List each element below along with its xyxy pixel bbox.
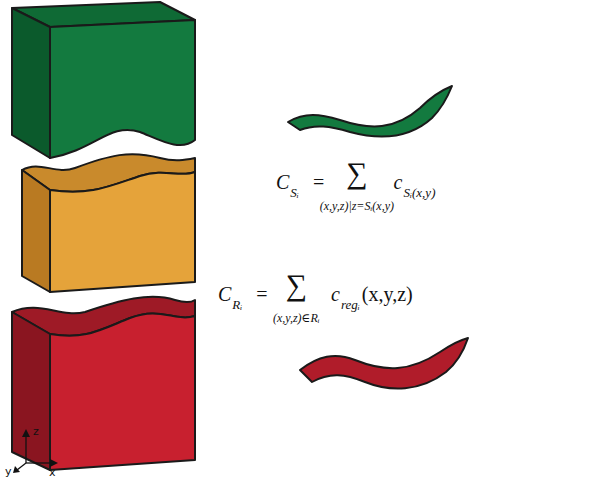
formula-symbol: C xyxy=(276,172,289,192)
formula-subscript: Sᵢ xyxy=(290,186,299,199)
formula-subscript: Sᵢ(x,y) xyxy=(403,186,435,199)
sum-sign: ∑ xyxy=(286,270,307,300)
sum-sign: ∑ xyxy=(346,158,367,188)
formula-subscript: regᵢ xyxy=(341,298,360,311)
formula-symbol: c xyxy=(394,172,403,192)
formula-operator: = xyxy=(313,172,324,192)
red-surface xyxy=(300,338,468,389)
formula-subscript: Rᵢ xyxy=(232,298,242,311)
sum-range: (x,y,z)|z=Sᵢ(x,y) xyxy=(320,200,394,212)
orange-block-front xyxy=(50,172,195,292)
formula-operator: = xyxy=(256,284,267,304)
red-block-front xyxy=(50,313,195,470)
green-surface xyxy=(288,86,452,136)
axis-label: y xyxy=(5,466,12,477)
formula-symbol: C xyxy=(218,284,231,304)
green-block-side xyxy=(12,8,50,158)
axis-label: x xyxy=(49,467,56,478)
orange-block-side xyxy=(22,170,50,292)
sum-range: (x,y,z)∈Rᵢ xyxy=(273,312,320,324)
green-block-front xyxy=(50,20,195,158)
red-block-side xyxy=(12,312,50,470)
formula-symbol: c xyxy=(331,284,340,304)
axis-label: z xyxy=(33,426,39,437)
formula-arguments: (x,y,z) xyxy=(362,284,413,304)
